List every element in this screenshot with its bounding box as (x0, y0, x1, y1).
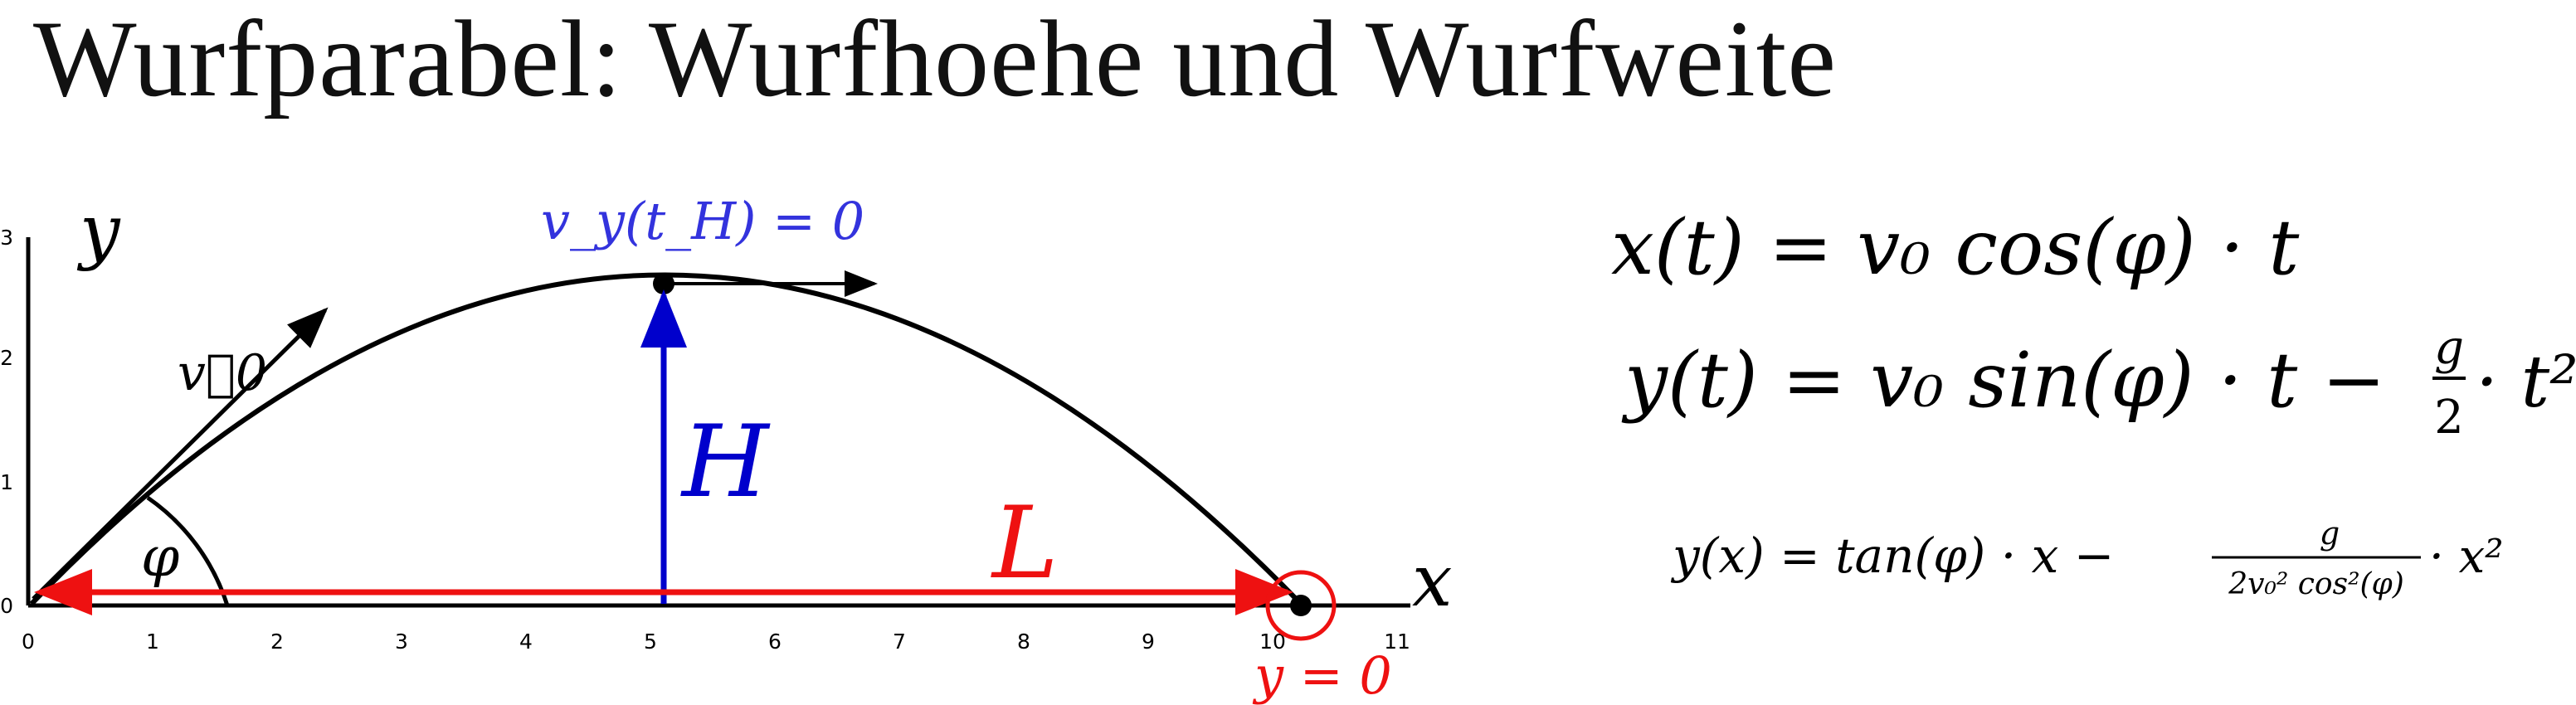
equation-x-of-t: x(t) = v₀ cos(φ) · t (1611, 203, 2300, 292)
angle-label: φ (141, 525, 179, 589)
v0-label: v⃗0 (178, 344, 267, 402)
range-label: L (991, 486, 1059, 601)
x-tick-label: 5 (644, 630, 657, 654)
x-tick-label: 1 (146, 630, 159, 654)
y-tick-label: 3 (0, 226, 13, 250)
landing-condition-label: y = 0 (1252, 645, 1392, 705)
x-tick-labels: 0 1 2 3 4 5 6 7 8 9 10 11 (22, 630, 1410, 654)
x-tick-label: 6 (768, 630, 782, 654)
x-tick-label: 0 (22, 630, 35, 654)
landing-point (1290, 595, 1312, 616)
equation-y-of-x-frac-num: g (2320, 515, 2340, 552)
page-title: Wurfparabel: Wurfhoehe und Wurfweite (33, 0, 1837, 119)
height-label: H (680, 405, 771, 520)
equation-y-of-x-frac-den: 2v₀² cos²(φ) (2228, 567, 2404, 601)
y-tick-label: 0 (0, 594, 13, 618)
y-tick-label: 1 (0, 470, 13, 494)
y-tick-label: 2 (0, 346, 13, 370)
landing-circle (1265, 570, 1337, 641)
y-axis-label: y (76, 190, 121, 273)
x-tick-label: 7 (893, 630, 906, 654)
x-tick-label: 3 (395, 630, 408, 654)
x-tick-label: 4 (519, 630, 533, 654)
apex-condition-label: v_y(t_H) = 0 (541, 191, 864, 251)
equation-y-of-t-frac-num: g (2434, 321, 2464, 375)
equation-y-of-t-tail: · t² (2476, 341, 2576, 424)
x-tick-label: 11 (1384, 630, 1410, 654)
equation-y-of-t: y(t) = v₀ sin(φ) · t − (1621, 336, 2386, 425)
x-axis-label: x (1412, 540, 1453, 623)
apex-point (653, 273, 674, 294)
x-tick-label: 9 (1142, 630, 1155, 654)
x-tick-label: 2 (270, 630, 284, 654)
y-tick-labels: 0 1 2 3 (0, 226, 13, 618)
equation-y-of-x-tail: · x² (2429, 530, 2504, 584)
equation-y-of-x: y(x) = tan(φ) · x − (1670, 528, 2114, 584)
x-tick-label: 8 (1017, 630, 1030, 654)
equation-y-of-t-frac-den: 2 (2434, 391, 2464, 445)
equations: x(t) = v₀ cos(φ) · t y(t) = v₀ sin(φ) · … (1611, 203, 2576, 601)
